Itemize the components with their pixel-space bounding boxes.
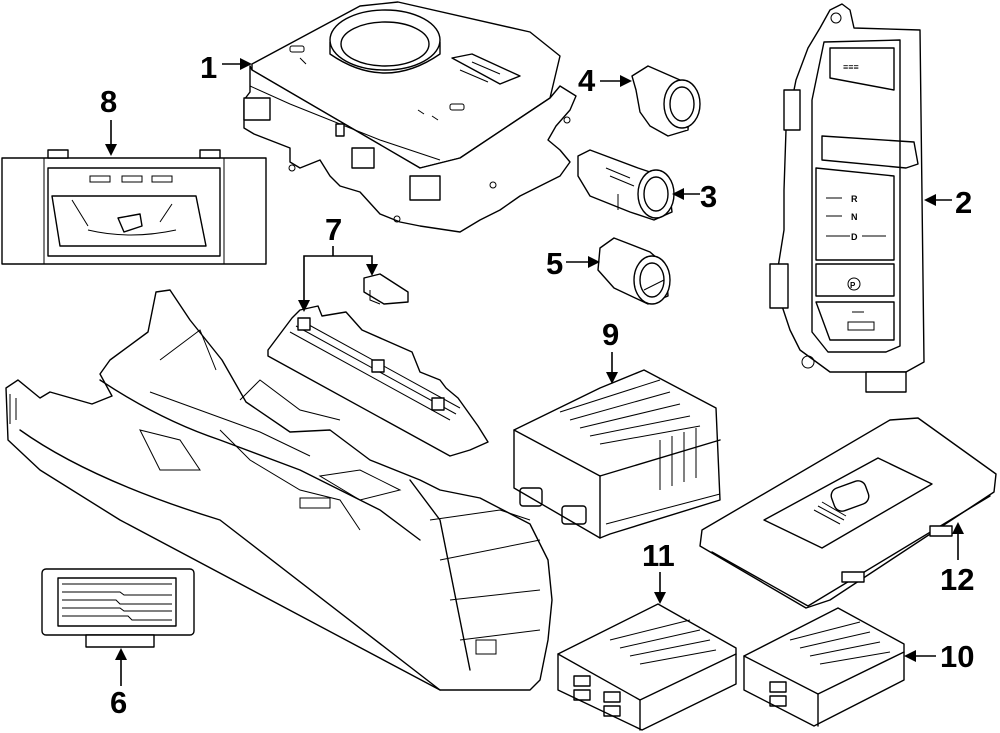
part-12-charging-pad[interactable] bbox=[699, 417, 997, 609]
callout-10: 10 bbox=[904, 639, 974, 674]
part-11-dual-usb-module[interactable] bbox=[557, 603, 737, 731]
callout-3: 3 bbox=[672, 179, 717, 214]
part-3-power-socket[interactable] bbox=[577, 149, 675, 221]
svg-text:≡≡≡: ≡≡≡ bbox=[843, 62, 859, 72]
part-6-storage-insert[interactable] bbox=[41, 568, 195, 648]
part-10-usb-module[interactable] bbox=[743, 607, 905, 727]
callout-number: 9 bbox=[602, 317, 619, 352]
part-8-seat-heater-switch[interactable] bbox=[1, 149, 267, 265]
callout-number: 12 bbox=[940, 562, 974, 597]
callout-11: 11 bbox=[642, 538, 675, 604]
callout-1: 1 bbox=[200, 50, 252, 85]
part-2-gear-selector-panel[interactable]: ≡≡≡ R N D P bbox=[769, 3, 925, 393]
callout-12: 12 bbox=[940, 522, 974, 597]
callout-number: 2 bbox=[955, 185, 972, 220]
callout-6: 6 bbox=[110, 648, 127, 720]
callout-2: 2 bbox=[924, 185, 972, 220]
callout-7: 7 bbox=[298, 212, 378, 312]
callout-9: 9 bbox=[602, 317, 619, 384]
part-9-switch-assembly[interactable] bbox=[513, 369, 721, 539]
callout-5: 5 bbox=[546, 246, 600, 281]
callout-number: 11 bbox=[642, 538, 675, 573]
part-1-shifter-module[interactable] bbox=[243, 1, 577, 233]
gear-letter-r: R bbox=[851, 194, 858, 204]
callout-number: 1 bbox=[200, 50, 217, 85]
callout-number: 8 bbox=[100, 84, 117, 119]
gear-letter-n: N bbox=[851, 212, 858, 222]
part-7-clip[interactable] bbox=[363, 273, 409, 305]
part-5-power-outlet[interactable] bbox=[597, 237, 671, 305]
part-4-outlet-bezel[interactable] bbox=[631, 65, 701, 137]
callout-8: 8 bbox=[100, 84, 117, 156]
callout-number: 7 bbox=[325, 212, 342, 247]
gear-letter-d: D bbox=[851, 232, 858, 242]
part-7-console-bracket[interactable] bbox=[267, 305, 489, 457]
callout-number: 5 bbox=[546, 246, 563, 281]
callout-number: 3 bbox=[700, 179, 717, 214]
park-symbol: P bbox=[850, 281, 856, 290]
callout-number: 6 bbox=[110, 685, 127, 720]
callout-number: 10 bbox=[940, 639, 974, 674]
callout-number: 4 bbox=[578, 63, 596, 98]
center-console bbox=[5, 289, 553, 691]
callout-4: 4 bbox=[578, 63, 632, 98]
